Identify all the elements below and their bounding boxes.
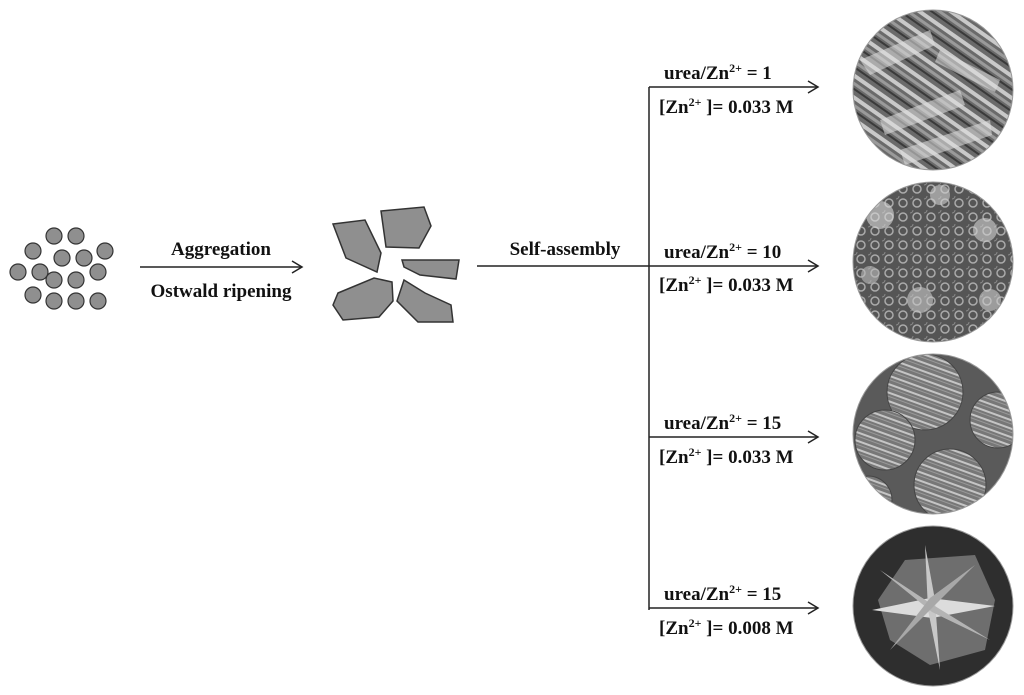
- sem-image-1-nanoflakes: [852, 9, 1014, 171]
- condition-4-ratio-label: urea/Zn2+ = 15: [664, 582, 782, 605]
- nanoparticle: [67, 271, 85, 289]
- ostwald-ripening-label: Ostwald ripening: [150, 281, 292, 302]
- self-assembly-branches: [477, 80, 820, 615]
- condition-3-concentration-label: [Zn2+ ]= 0.033 M: [659, 445, 794, 468]
- nanoparticle: [24, 286, 42, 304]
- nanoparticle: [89, 292, 107, 310]
- platelet-5: [396, 278, 454, 323]
- aggregation-label: Aggregation: [171, 239, 271, 260]
- nanoparticle: [96, 242, 114, 260]
- nanoparticle: [67, 292, 85, 310]
- nanoparticle: [45, 292, 63, 310]
- platelet-3: [401, 259, 460, 280]
- nanoparticle: [31, 263, 49, 281]
- condition-4-concentration-label: [Zn2+ ]= 0.008 M: [659, 616, 794, 639]
- condition-2-concentration-label: [Zn2+ ]= 0.033 M: [659, 273, 794, 296]
- nanoparticle: [67, 227, 85, 245]
- nanoparticle: [89, 263, 107, 281]
- condition-3-ratio-label: urea/Zn2+ = 15: [664, 411, 782, 434]
- platelet-1: [331, 219, 382, 274]
- condition-2-ratio-label: urea/Zn2+ = 10: [664, 240, 782, 263]
- aggregated-platelets: [331, 206, 460, 323]
- nanoparticle: [53, 249, 71, 267]
- platelet-4: [332, 277, 394, 321]
- condition-1-concentration-label: [Zn2+ ]= 0.033 M: [659, 95, 794, 118]
- self-assembly-label: Self-assembly: [509, 239, 621, 260]
- sem-image-2-flower-clusters: [852, 181, 1014, 343]
- aggregation-arrow: [140, 260, 304, 274]
- nanoparticle-cluster: [9, 227, 114, 310]
- sem-image-4-star-crystal: [852, 525, 1014, 687]
- platelet-2: [380, 206, 432, 249]
- nanoparticle: [9, 263, 27, 281]
- nanoparticle: [45, 227, 63, 245]
- sem-image-3-microspheres: [852, 353, 1014, 515]
- nanoparticle: [45, 271, 63, 289]
- nanoparticle: [75, 249, 93, 267]
- nanoparticle: [24, 242, 42, 260]
- condition-1-ratio-label: urea/Zn2+ = 1: [664, 61, 772, 84]
